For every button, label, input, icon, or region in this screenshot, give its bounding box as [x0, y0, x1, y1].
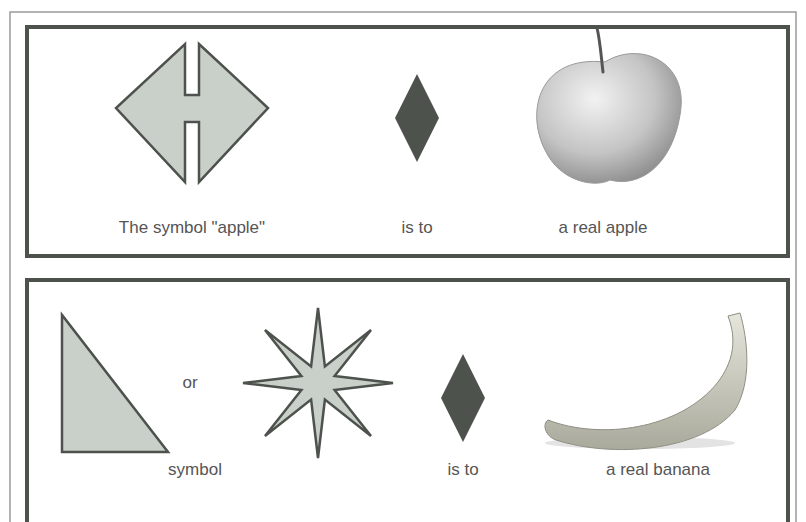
caption-text: symbol	[168, 460, 222, 480]
analogy-panel: The symbol "apple" is to a real apple	[25, 25, 790, 258]
caption-text: a real banana	[606, 460, 710, 480]
outer-frame	[10, 12, 796, 522]
caption-text: a real apple	[559, 218, 648, 238]
apple-picture	[537, 54, 682, 184]
apple-stem	[597, 28, 603, 72]
caption-text: is to	[401, 218, 432, 238]
relation-diamond	[395, 74, 439, 162]
triangle-symbol	[62, 315, 168, 452]
caption-text: or	[182, 373, 197, 393]
apple-symbol	[116, 44, 268, 182]
caption-text: The symbol "apple"	[119, 218, 265, 238]
caption-text: is to	[447, 460, 478, 480]
relation-diamond	[441, 354, 485, 442]
analogy-panel: or symbol is to a real banana	[25, 278, 790, 522]
banana-picture	[545, 313, 747, 450]
star-symbol	[243, 308, 393, 458]
